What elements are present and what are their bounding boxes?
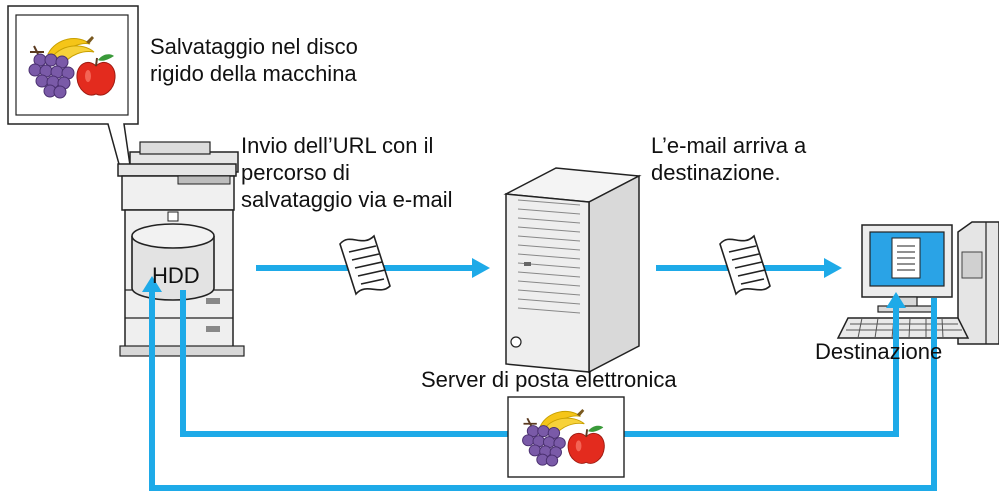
hdd-save-label: Salvataggio nel disco rigido della macch… (150, 34, 358, 86)
email-arrives-label: L’e-mail arriva a destinazione. (651, 133, 807, 185)
transferred-image (507, 396, 625, 478)
mail-server-icon (503, 167, 642, 374)
mail-server-label: Server di posta elettronica (421, 367, 677, 392)
email-document-icon (339, 235, 391, 295)
hdd-save-callout (7, 5, 143, 249)
destination-label: Destinazione (815, 339, 943, 364)
url-send-label: Invio dell’URL con il percorso di salvat… (241, 133, 453, 212)
computer-icon (836, 221, 999, 345)
hdd-label: HDD (152, 263, 200, 288)
url-access-path (142, 276, 937, 491)
email-document-icon (719, 235, 771, 295)
